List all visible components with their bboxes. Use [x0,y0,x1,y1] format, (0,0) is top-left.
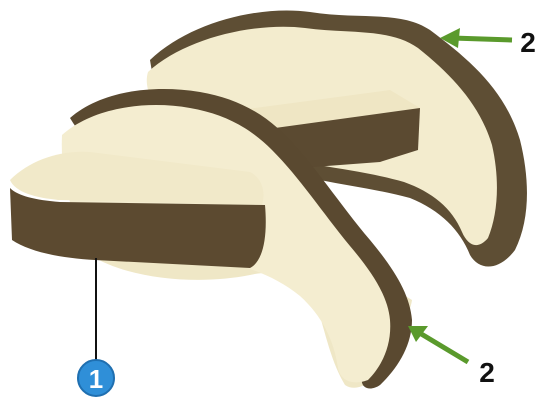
green-arrow-icon [452,38,512,40]
green-arrow-icon [418,332,468,362]
front-mushroom-block [10,152,266,268]
callout-1-label: 1 [89,364,103,394]
callout-2-top-label: 2 [520,27,536,58]
callout-2-bottom-label: 2 [479,357,495,388]
callout-2-bottom: 2 [408,326,495,388]
callout-1: 1 [78,258,114,396]
